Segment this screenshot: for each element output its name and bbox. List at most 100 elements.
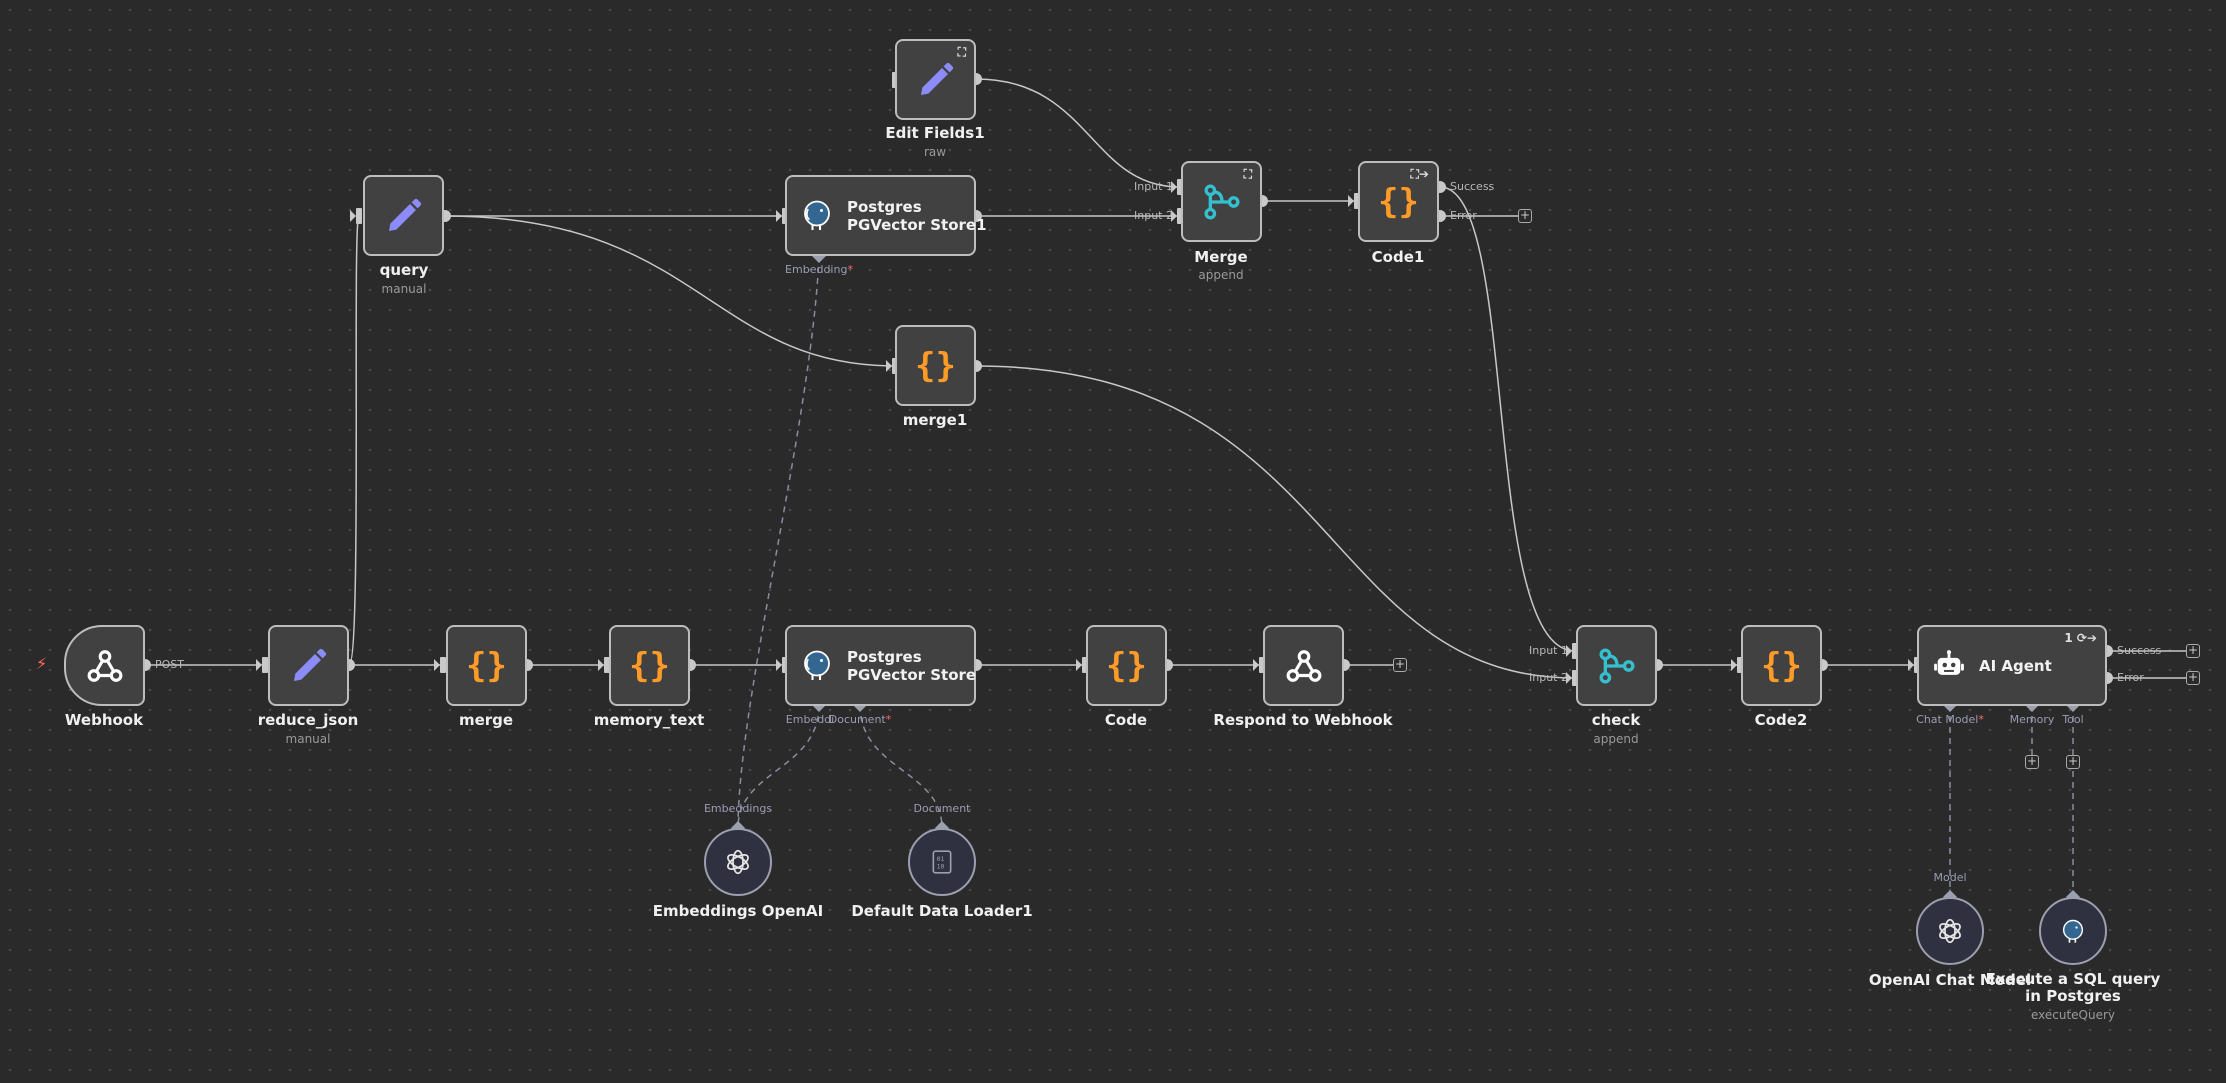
node-name-memory-text: memory_text: [593, 711, 705, 729]
add-node-button[interactable]: +: [1518, 208, 1532, 223]
node-webhook[interactable]: [64, 625, 145, 706]
postgres-elephant-icon: [797, 645, 837, 685]
port-label-model: Model: [1933, 871, 1967, 884]
conn-code1-check-in1[interactable]: [1439, 186, 1576, 652]
node-name-respond: Respond to Webhook: [1213, 711, 1393, 729]
port-label-embedding: Embedding*: [785, 263, 853, 276]
port-label-post: POST: [155, 658, 184, 671]
node-name-code2: Code2: [1754, 711, 1808, 729]
node-name-webhook: Webhook: [64, 711, 144, 729]
add-tool-button[interactable]: +: [2066, 754, 2080, 769]
lightning-icon: ⚡: [36, 654, 48, 673]
webhook-icon: [1265, 627, 1342, 704]
merge-branch-icon: [1183, 163, 1260, 240]
port-label-input1: Input 1: [1529, 644, 1568, 657]
node-ai-agent[interactable]: AI Agent 1 ⟳➔: [1917, 625, 2107, 706]
node-name-merge-append: Merge: [1194, 248, 1248, 266]
conn-query-merge1[interactable]: [444, 215, 896, 367]
pin-icon[interactable]: ⛶: [957, 45, 966, 59]
conn-embeddings-pgstore[interactable]: [737, 704, 820, 829]
port-label-input2: Input 2: [1134, 209, 1173, 222]
conn-loader-pgstore[interactable]: [859, 704, 943, 829]
node-name-code: Code: [1104, 711, 1148, 729]
node-respond-to-webhook[interactable]: [1263, 625, 1344, 706]
port-label-success: Success: [2117, 644, 2162, 657]
pin-icon[interactable]: ⛶: [1243, 167, 1252, 181]
node-name-embeddings-openai: Embeddings OpenAI: [652, 902, 824, 920]
main-connections: [145, 78, 2186, 679]
node-execute-sql-postgres[interactable]: [2039, 897, 2107, 965]
add-node-button[interactable]: +: [2186, 670, 2200, 685]
node-name-reduce-json: reduce_json: [257, 711, 359, 729]
svg-text:10: 10: [937, 863, 945, 871]
port-label-embeddings: Embeddings: [703, 802, 773, 815]
node-query[interactable]: [363, 175, 444, 256]
webhook-icon: [66, 627, 143, 704]
openai-icon: [1918, 899, 1982, 963]
conn-reduce-query[interactable]: [348, 215, 360, 666]
openai-icon: [706, 830, 770, 894]
node-merge1[interactable]: {}: [895, 325, 976, 406]
sub-connections: [737, 255, 2074, 897]
port-label-chat-model: Chat Model*: [1916, 713, 1984, 726]
port-label-success: Success: [1450, 180, 1495, 193]
node-name-merge: merge: [458, 711, 514, 729]
node-code2[interactable]: {}: [1741, 625, 1822, 706]
node-subtitle-merge-append: append: [1198, 268, 1244, 282]
add-memory-button[interactable]: +: [2025, 754, 2039, 769]
input-arrows: [256, 181, 1914, 684]
node-name-query: query: [379, 261, 429, 279]
port-label-document: Document: [913, 802, 971, 815]
node-name-merge1: merge1: [902, 411, 968, 429]
node-merge-append[interactable]: ⛶: [1181, 161, 1262, 242]
conn-embeddings-pgstore1[interactable]: [737, 255, 820, 829]
add-node-button[interactable]: +: [2186, 643, 2200, 658]
postgres-elephant-icon: [2041, 899, 2105, 963]
port-label-memory: Memory: [2009, 713, 2055, 726]
node-memory-text[interactable]: {}: [609, 625, 690, 706]
node-name-check: check: [1591, 711, 1641, 729]
retry-run-icon[interactable]: 1 ⟳➔: [2064, 631, 2097, 645]
pencil-icon: [365, 177, 442, 254]
node-openai-chat-model[interactable]: [1916, 897, 1984, 965]
braces-icon: {}: [1378, 181, 1419, 222]
node-subtitle-query: manual: [381, 282, 427, 296]
output-ports[interactable]: [139, 73, 2113, 684]
braces-icon: {}: [1761, 645, 1802, 686]
node-subtitle-reduce-json: manual: [285, 732, 331, 746]
node-merge-code[interactable]: {}: [446, 625, 527, 706]
port-label-error: Error: [2117, 671, 2144, 684]
port-label-tool: Tool: [2062, 713, 2084, 726]
node-name-code1: Code1: [1371, 248, 1425, 266]
port-label-error: Error: [1450, 209, 1477, 222]
braces-icon: {}: [629, 645, 670, 686]
conn-merge1-check-in2[interactable]: [975, 365, 1576, 679]
robot-icon: [1931, 647, 1967, 683]
ai-agent-badge: 1: [2064, 631, 2073, 645]
node-check[interactable]: [1576, 625, 1657, 706]
node-subtitle-edit-fields1: raw: [923, 145, 947, 159]
node-edit-fields1[interactable]: ⛶: [895, 39, 976, 120]
port-label-embeddi: Embeddi: [785, 713, 835, 726]
pin-run-icon[interactable]: ⛶➔: [1410, 167, 1429, 181]
port-label-document: Document*: [828, 713, 892, 726]
pencil-icon: [897, 41, 974, 118]
node-code1[interactable]: {} ⛶➔: [1358, 161, 1439, 242]
braces-icon: {}: [466, 645, 507, 686]
postgres-elephant-icon: [797, 195, 837, 235]
node-code[interactable]: {}: [1086, 625, 1167, 706]
add-node-button[interactable]: +: [1393, 657, 1407, 672]
node-embeddings-openai[interactable]: [704, 828, 772, 896]
node-name-default-loader: Default Data Loader1: [851, 902, 1033, 920]
conn-edit-merge-in1[interactable]: [975, 78, 1181, 188]
port-label-input2: Input 2: [1529, 671, 1568, 684]
node-reduce-json[interactable]: [268, 625, 349, 706]
pgstore-line1: Postgres: [847, 647, 922, 666]
node-name-edit-fields1: Edit Fields1: [885, 124, 985, 142]
